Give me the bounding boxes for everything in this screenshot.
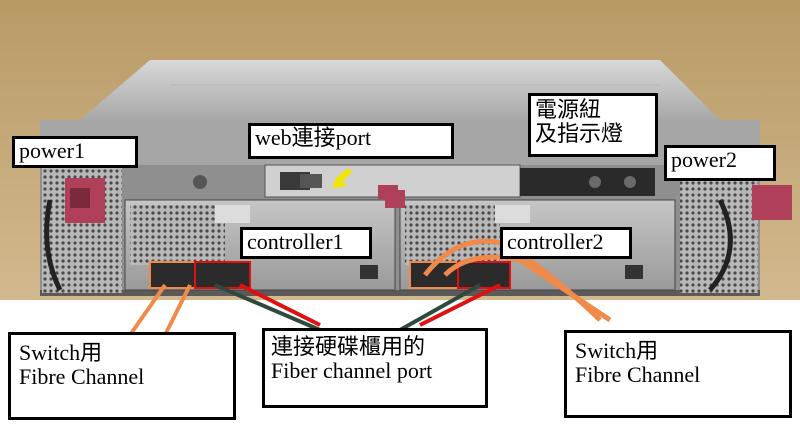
- psu-right-handle: [752, 185, 792, 220]
- red-line-right: [419, 283, 501, 327]
- label-switch-right: Switch用 Fibre Channel: [564, 330, 792, 418]
- psu-right: [680, 165, 758, 293]
- controller1-fc-ports: [149, 261, 251, 289]
- orange-line-left-1: [128, 283, 167, 337]
- label-controller2: controller2: [500, 227, 632, 259]
- arrow-icon: [332, 168, 352, 188]
- green-line-right: [399, 283, 481, 332]
- orange-cable-right-2: [443, 254, 612, 323]
- orange-line-left-2: [163, 284, 192, 336]
- label-disk-fc-port: 連接硬碟櫃用的 Fiber channel port: [262, 328, 488, 408]
- label-power-button: 電源紐 及指示燈: [528, 93, 658, 157]
- label-power1: power1: [12, 136, 138, 168]
- web-ethernet-port: [300, 174, 322, 188]
- label-web-port: web連接port: [248, 123, 454, 159]
- green-line-left: [214, 283, 321, 332]
- label-controller1: controller1: [240, 227, 372, 259]
- label-switch-left: Switch用 Fibre Channel: [8, 332, 236, 420]
- label-power2: power2: [664, 145, 776, 181]
- red-line-left: [239, 283, 321, 327]
